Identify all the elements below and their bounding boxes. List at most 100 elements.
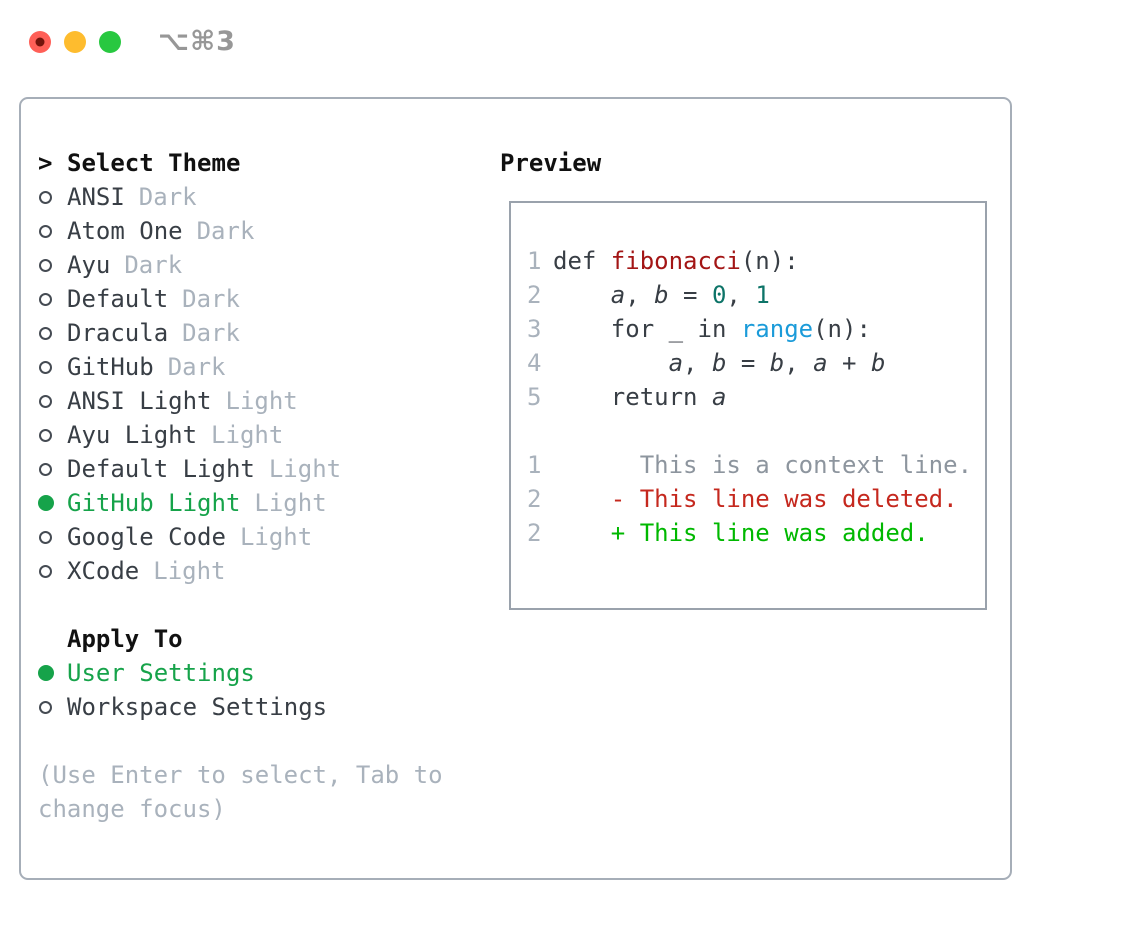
code-segment: a — [668, 349, 684, 377]
spacer — [38, 588, 443, 622]
theme-option[interactable]: ANSI Light Light — [38, 384, 443, 418]
code-segment: = — [726, 349, 770, 377]
option-label: Default — [67, 285, 169, 313]
theme-option[interactable]: Google Code Light — [38, 520, 443, 554]
option-tag: Dark — [124, 251, 183, 279]
option-tag: Light — [153, 557, 226, 585]
code-line: 2 + This line was added. — [527, 516, 975, 550]
theme-option[interactable]: Ayu Dark — [38, 248, 443, 282]
option-tag: Light — [211, 421, 284, 449]
preview-title: Preview — [500, 149, 602, 177]
radio-icon — [39, 292, 52, 306]
radio-selected-icon — [38, 665, 54, 681]
select-theme-header: > Select Theme — [38, 146, 443, 180]
code-line: 1 This is a context line. — [527, 448, 975, 482]
theme-option[interactable]: Default Light Light — [38, 452, 443, 486]
code-line: 3 for _ in range(n): — [527, 312, 975, 346]
code-segment: = — [668, 281, 712, 309]
line-number: 2 — [527, 519, 542, 547]
line-number: 1 — [527, 451, 542, 479]
select-theme-title: Select Theme — [67, 149, 241, 177]
code-segment: a — [711, 383, 727, 411]
line-number: 2 — [527, 485, 542, 513]
option-label: ANSI — [67, 183, 125, 211]
option-label: ANSI Light — [67, 387, 212, 415]
help-text-line-1: (Use Enter to select, Tab to — [38, 761, 443, 789]
titlebar: ⌥⌘3 — [29, 26, 236, 57]
option-tag: Light — [268, 455, 342, 483]
line-number: 4 — [527, 349, 542, 377]
zoom-button[interactable] — [99, 30, 121, 53]
option-label: Ayu — [67, 251, 111, 279]
apply-to-title: Apply To — [67, 625, 183, 653]
option-label: User Settings — [67, 659, 255, 687]
minimize-button[interactable] — [64, 30, 86, 53]
code-segment: (n): — [813, 315, 871, 343]
radio-icon — [39, 326, 52, 340]
code-segment: + This line was added. — [553, 519, 929, 547]
radio-icon — [39, 190, 52, 204]
code-text: a, b = b, a + b — [553, 346, 886, 380]
option-tag: Light — [239, 523, 313, 551]
code-segment: , — [625, 281, 655, 309]
preview-column: Preview — [500, 146, 601, 180]
radio-icon — [39, 224, 52, 238]
code-segment: a — [610, 281, 626, 309]
code-line — [527, 414, 975, 448]
code-segment: b — [769, 349, 785, 377]
option-tag: Light — [225, 387, 298, 415]
code-line: 5 return a — [527, 380, 975, 414]
code-segment: , — [784, 349, 814, 377]
radio-selected-icon — [38, 495, 54, 511]
close-dot-icon — [35, 37, 45, 46]
line-number: 2 — [527, 281, 542, 309]
radio-icon — [39, 462, 52, 476]
code-segment: b — [870, 349, 886, 377]
cursor-icon: > — [38, 149, 53, 177]
option-label: Google Code — [67, 523, 226, 551]
theme-option[interactable]: GitHub Dark — [38, 350, 443, 384]
radio-icon — [39, 428, 52, 442]
code-line: 4 a, b = b, a + b — [527, 346, 975, 380]
radio-icon — [39, 530, 52, 544]
close-button[interactable] — [29, 30, 51, 53]
option-label: Dracula — [67, 319, 169, 347]
help-text-line-2: change focus) — [38, 795, 226, 823]
code-text: for _ in range(n): — [553, 312, 871, 346]
apply-to-header: Apply To — [38, 622, 443, 656]
apply-option[interactable]: Workspace Settings — [38, 690, 443, 724]
code-text: - This line was deleted. — [553, 482, 958, 516]
line-number: 5 — [527, 383, 542, 411]
code-line: 2 a, b = 0, 1 — [527, 278, 975, 312]
spacer — [38, 724, 443, 758]
radio-icon — [39, 564, 52, 578]
option-tag: Dark — [167, 353, 226, 381]
code-segment — [553, 349, 669, 377]
code-segment: + — [827, 349, 871, 377]
option-label: Workspace Settings — [67, 693, 328, 721]
code-text: + This line was added. — [553, 516, 929, 550]
option-label: GitHub — [67, 353, 154, 381]
option-label: Default Light — [67, 455, 255, 483]
code-segment: 1 — [755, 281, 770, 309]
code-line: 2 - This line was deleted. — [527, 482, 975, 516]
apply-option[interactable]: User Settings — [38, 656, 443, 690]
window-shortcut-label: ⌥⌘3 — [158, 26, 236, 57]
code-text: def fibonacci(n): — [553, 244, 799, 278]
code-segment: a — [813, 349, 828, 377]
option-tag: Dark — [196, 217, 255, 245]
line-number: 1 — [527, 247, 542, 275]
